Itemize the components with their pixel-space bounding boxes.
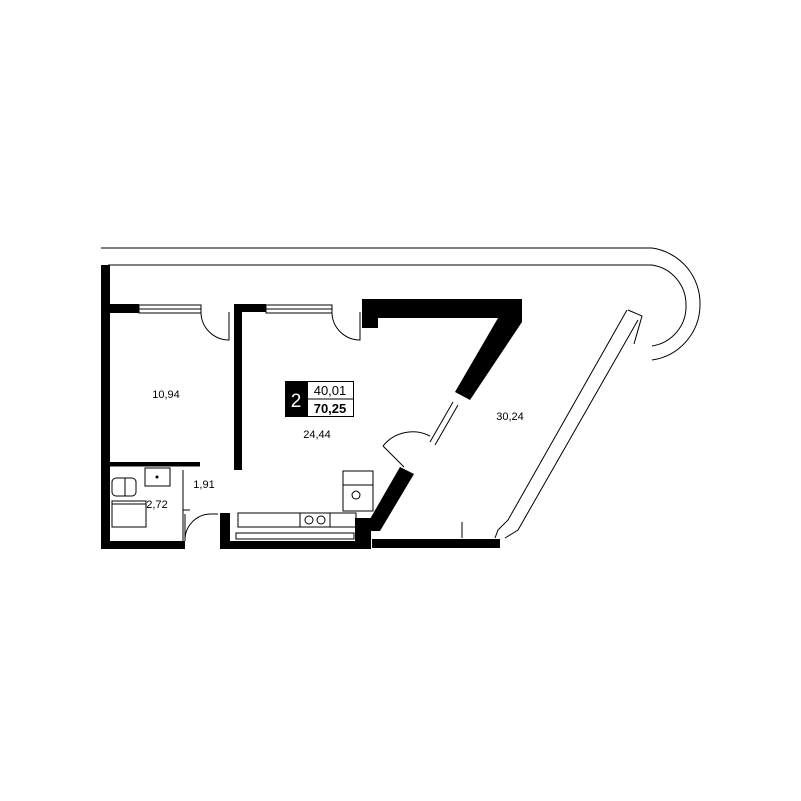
bathroom-fixtures [110,465,200,541]
wall-bedroom-living [234,304,242,470]
wall-angled-upper [362,299,522,400]
kitchen-fixtures [235,470,374,540]
shower [111,500,147,528]
room-area-terrace: 30,24 [496,411,524,423]
living-area: 40,01 [314,383,347,398]
wall-bottom-main [220,541,368,549]
utility-block [342,470,374,512]
rooms-count: 2 [291,391,302,412]
room-area-bathroom: 2,72 [146,499,167,511]
terrace-outline [101,247,701,539]
door-bedroom-balcony [200,312,230,341]
rooms-count-box [285,381,307,417]
total-area: 70,25 [314,401,347,416]
room-area-living-kitchen: 24,44 [303,429,331,441]
boiler [351,490,361,500]
wall-bottom-right [372,539,500,548]
door-terrace [382,431,431,447]
wall-stub-kitchen [220,513,230,549]
wall-bottom-bath [101,541,185,549]
unit-badge: 2 40,01 70,25 [285,381,354,417]
stove [299,512,331,528]
wall-angled-lower [370,467,414,531]
door-entrance [184,513,218,541]
wall-top-living [234,304,266,312]
windows [138,304,459,446]
walls [101,265,522,549]
wall-bath-top [110,462,200,466]
wall-stub-right [355,518,371,549]
door-living-balcony [331,312,361,341]
room-area-hallway: 1,91 [193,479,214,491]
kitchen-counter [237,512,357,528]
sink [144,467,171,487]
doors [184,312,431,541]
toilet [111,477,137,497]
wall-top-left [101,304,139,313]
room-area-bedroom: 10,94 [152,389,180,401]
wall-left [101,265,110,549]
